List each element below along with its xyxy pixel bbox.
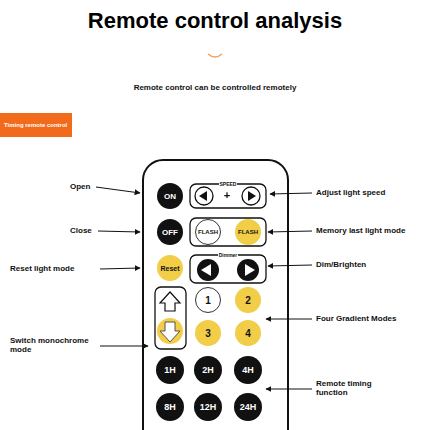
- leader-line: [96, 187, 140, 193]
- button-label: FLASH: [238, 229, 258, 235]
- callout-label: Reset light mode: [10, 264, 100, 273]
- callout-label: Switch monochrome mode: [10, 336, 100, 354]
- callout-label: Dim/Brighten: [316, 260, 416, 269]
- button-label: ON: [164, 192, 176, 201]
- arrow-icon: [199, 191, 207, 201]
- remote-button: 1: [195, 287, 221, 313]
- leader-line: [266, 319, 312, 320]
- arrow-icon: [201, 264, 211, 276]
- up-arrow-icon: [160, 292, 180, 311]
- button-label: 2H: [202, 365, 214, 375]
- tab-label: Timing remote control: [4, 122, 67, 128]
- callout-label: Four Gradient Modes: [316, 314, 428, 323]
- down-arrow-icon: [160, 322, 180, 342]
- title-decoration: [208, 54, 222, 57]
- speed-left-button: [195, 187, 213, 205]
- dim-button: [197, 259, 219, 281]
- remote-button: FLASH: [235, 219, 261, 245]
- callout-label: Close: [70, 226, 98, 235]
- button-label: 8H: [164, 402, 176, 412]
- leader-line: [100, 346, 148, 347]
- remote-button: 1H: [156, 356, 184, 384]
- brighten-button: [237, 259, 259, 281]
- button-label: Reset: [160, 265, 179, 272]
- button-label: 12H: [200, 402, 217, 412]
- button-label: 4H: [242, 365, 254, 375]
- remote-button: 12H: [194, 393, 222, 421]
- remote-button: 4H: [234, 356, 262, 384]
- page-title: Remote control analysis: [0, 8, 430, 33]
- remote-button: ON: [157, 183, 183, 209]
- leader-line: [270, 193, 312, 194]
- button-label: 3: [205, 328, 211, 339]
- leader-line: [268, 231, 312, 232]
- callout-label: Remote timing function: [316, 379, 396, 397]
- button-label: 1: [205, 295, 211, 306]
- remote-button: 4: [235, 320, 261, 346]
- remote-button: 24H: [234, 393, 262, 421]
- speed-bar: [190, 184, 266, 208]
- leader-line: [266, 389, 312, 390]
- section-tab: Timing remote control: [0, 113, 72, 137]
- leader-line: [268, 265, 312, 266]
- arrow-icon: [245, 264, 255, 276]
- remote-button: 3: [195, 320, 221, 346]
- callout-label: Memory last light mode: [316, 226, 428, 235]
- flash-bar: [190, 218, 266, 246]
- leader-line: [98, 231, 140, 232]
- button-label: 24H: [240, 402, 257, 412]
- remote-button: 8H: [156, 393, 184, 421]
- speed-right-button: [242, 187, 260, 205]
- dimmer-bar: [190, 255, 266, 283]
- button-label: 1H: [164, 365, 176, 375]
- button-caption: +: [221, 189, 233, 202]
- button-caption: SPEED: [208, 181, 248, 187]
- button-caption: Dimmer: [208, 252, 248, 258]
- callout-label: Adjust light speed: [316, 188, 426, 197]
- remote-button: Reset: [157, 255, 183, 281]
- arrow-icon: [248, 191, 256, 201]
- remote-button: 2H: [194, 356, 222, 384]
- remote-button: OFF: [157, 219, 183, 245]
- button-label: FLASH: [198, 229, 218, 235]
- subtitle: Remote control can be controlled remotel…: [65, 83, 365, 93]
- mode-bar: [155, 287, 186, 349]
- down-button: [157, 318, 183, 344]
- callout-label: Open: [70, 182, 96, 191]
- button-label: OFF: [162, 228, 178, 237]
- button-label: 4: [245, 328, 251, 339]
- leader-line: [100, 268, 140, 269]
- button-label: 2: [245, 295, 251, 306]
- remote-button: 2: [235, 287, 261, 313]
- remote-button: FLASH: [195, 219, 221, 245]
